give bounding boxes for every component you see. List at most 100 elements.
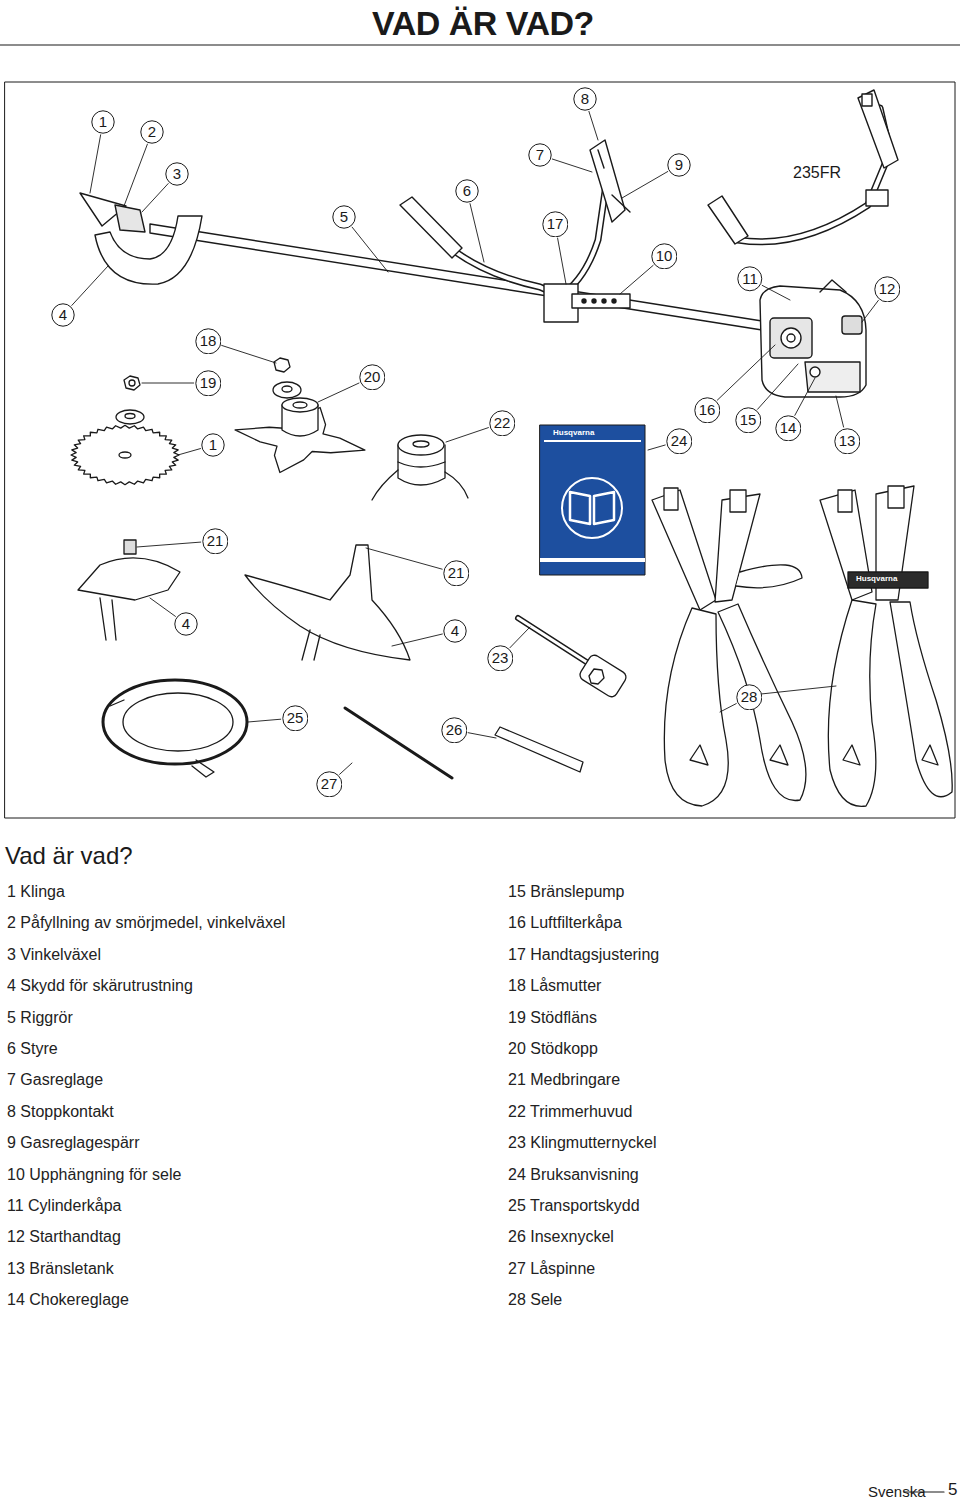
callout-number: 13 xyxy=(834,428,861,455)
part-list-item: 17 Handtagsjustering xyxy=(508,946,659,964)
section-heading: Vad är vad? xyxy=(5,842,133,870)
part-list-item: 16 Luftfilterkåpa xyxy=(508,914,622,932)
callout-ring-shape xyxy=(202,528,227,553)
callout-number: 20 xyxy=(359,364,386,391)
part-list-item: 24 Bruksanvisning xyxy=(508,1166,639,1184)
saw-blade-hole xyxy=(119,452,131,458)
callout-circle: 18 xyxy=(195,328,222,355)
callout-circle: 7 xyxy=(528,143,552,167)
callout-ring-shape xyxy=(738,267,762,291)
callout-circle: 4 xyxy=(174,612,198,636)
callout-circle: 17 xyxy=(542,211,569,238)
brand-logo: Husqvarna xyxy=(856,574,897,583)
callout-circle: 26 xyxy=(441,717,468,744)
callout-ring-shape xyxy=(529,144,551,166)
callout-number: 3 xyxy=(165,162,189,186)
part-list-item: 9 Gasreglagespärr xyxy=(7,1134,140,1152)
callout-number: 5 xyxy=(332,205,356,229)
manual xyxy=(540,425,645,575)
callout-circle: 27 xyxy=(316,771,343,798)
leader-line xyxy=(468,733,496,738)
leader-line xyxy=(761,686,836,694)
part-list-item: 5 Riggrör xyxy=(7,1009,73,1027)
callout-ring-shape xyxy=(282,705,307,730)
callout-number: 27 xyxy=(316,771,343,798)
callout-ring-shape xyxy=(456,180,478,202)
part-list-item: 7 Gasreglage xyxy=(7,1071,103,1089)
callout-number: 23 xyxy=(487,645,514,672)
part-list-item: 6 Styre xyxy=(7,1040,58,1058)
part-list-item: 2 Påfyllning av smörjmedel, vinkelväxel xyxy=(7,914,285,932)
callout-number: 26 xyxy=(441,717,468,744)
harness xyxy=(652,486,952,806)
callout-circle: 21 xyxy=(443,560,470,587)
callout-number: 4 xyxy=(443,619,467,643)
callout-circle: 2 xyxy=(140,120,164,144)
callout-circle: 3 xyxy=(165,162,189,186)
leader-line xyxy=(446,428,488,442)
callout-number: 24 xyxy=(666,428,693,455)
leader-line xyxy=(318,383,359,402)
callout-number: 8 xyxy=(573,87,597,111)
callout-number: 4 xyxy=(51,303,75,327)
callout-number: 10 xyxy=(651,243,678,270)
part-list-item: 14 Chokereglage xyxy=(7,1291,129,1309)
callout-number: 14 xyxy=(775,415,802,442)
callout-circle: 21 xyxy=(202,528,229,555)
callout-ring-shape xyxy=(775,415,800,440)
callout-number: 9 xyxy=(667,153,691,177)
leader-line xyxy=(648,445,665,450)
leader-line xyxy=(589,111,598,140)
leader-line xyxy=(720,704,736,712)
callout-ring-shape xyxy=(202,434,224,456)
callout-circle: 9 xyxy=(667,153,691,177)
figure-frame xyxy=(5,82,955,818)
callout-circle: 4 xyxy=(51,303,75,327)
part-list-item: 20 Stödkopp xyxy=(508,1040,598,1058)
page-number: 5 xyxy=(948,1480,957,1499)
leader-line xyxy=(137,542,201,547)
part-list-item: 3 Vinkelväxel xyxy=(7,946,101,964)
callout-ring-shape xyxy=(195,328,220,353)
callout-ring-shape xyxy=(489,410,514,435)
callout-number: 7 xyxy=(528,143,552,167)
callout-number: 17 xyxy=(542,211,569,238)
part-list-item: 18 Låsmutter xyxy=(508,977,601,995)
callout-circle: 15 xyxy=(735,407,762,434)
callout-ring-shape xyxy=(333,206,355,228)
callout-circle: 6 xyxy=(455,179,479,203)
leader-line xyxy=(758,364,798,409)
leader-line xyxy=(142,383,194,384)
part-list-item: 8 Stoppkontakt xyxy=(7,1103,114,1121)
leader-line xyxy=(90,135,101,193)
leader-line xyxy=(470,204,484,262)
callout-circle: 11 xyxy=(737,266,763,292)
callout-ring-shape xyxy=(874,276,899,301)
part-list-item: 26 Insexnyckel xyxy=(508,1228,614,1246)
callout-number: 16 xyxy=(694,397,721,424)
callout-circle: 4 xyxy=(443,619,467,643)
part-list-item: 12 Starthandtag xyxy=(7,1228,121,1246)
part-list-item: 13 Bränsletank xyxy=(7,1260,114,1278)
leader-line xyxy=(552,159,592,172)
callout-circle: 13 xyxy=(834,428,861,455)
brand-logo: Husqvarna xyxy=(553,428,594,437)
callout-number: 12 xyxy=(874,276,901,303)
brush-cutter xyxy=(80,140,866,397)
callout-ring-shape xyxy=(175,613,197,635)
part-list-item: 28 Sele xyxy=(508,1291,562,1309)
callout-circle: 8 xyxy=(573,87,597,111)
callout-circle: 10 xyxy=(651,243,678,270)
callout-ring-shape xyxy=(834,428,859,453)
callout-circle: 22 xyxy=(489,410,516,437)
page-title: VAD ÄR VAD? xyxy=(372,4,594,43)
callout-circle: 5 xyxy=(332,205,356,229)
leader-line xyxy=(717,345,775,400)
part-list-item: 25 Transportskydd xyxy=(508,1197,640,1215)
callout-number: 22 xyxy=(489,410,516,437)
callout-number: 28 xyxy=(736,684,763,711)
callout-number: 15 xyxy=(735,407,762,434)
callout-ring-shape xyxy=(542,211,567,236)
